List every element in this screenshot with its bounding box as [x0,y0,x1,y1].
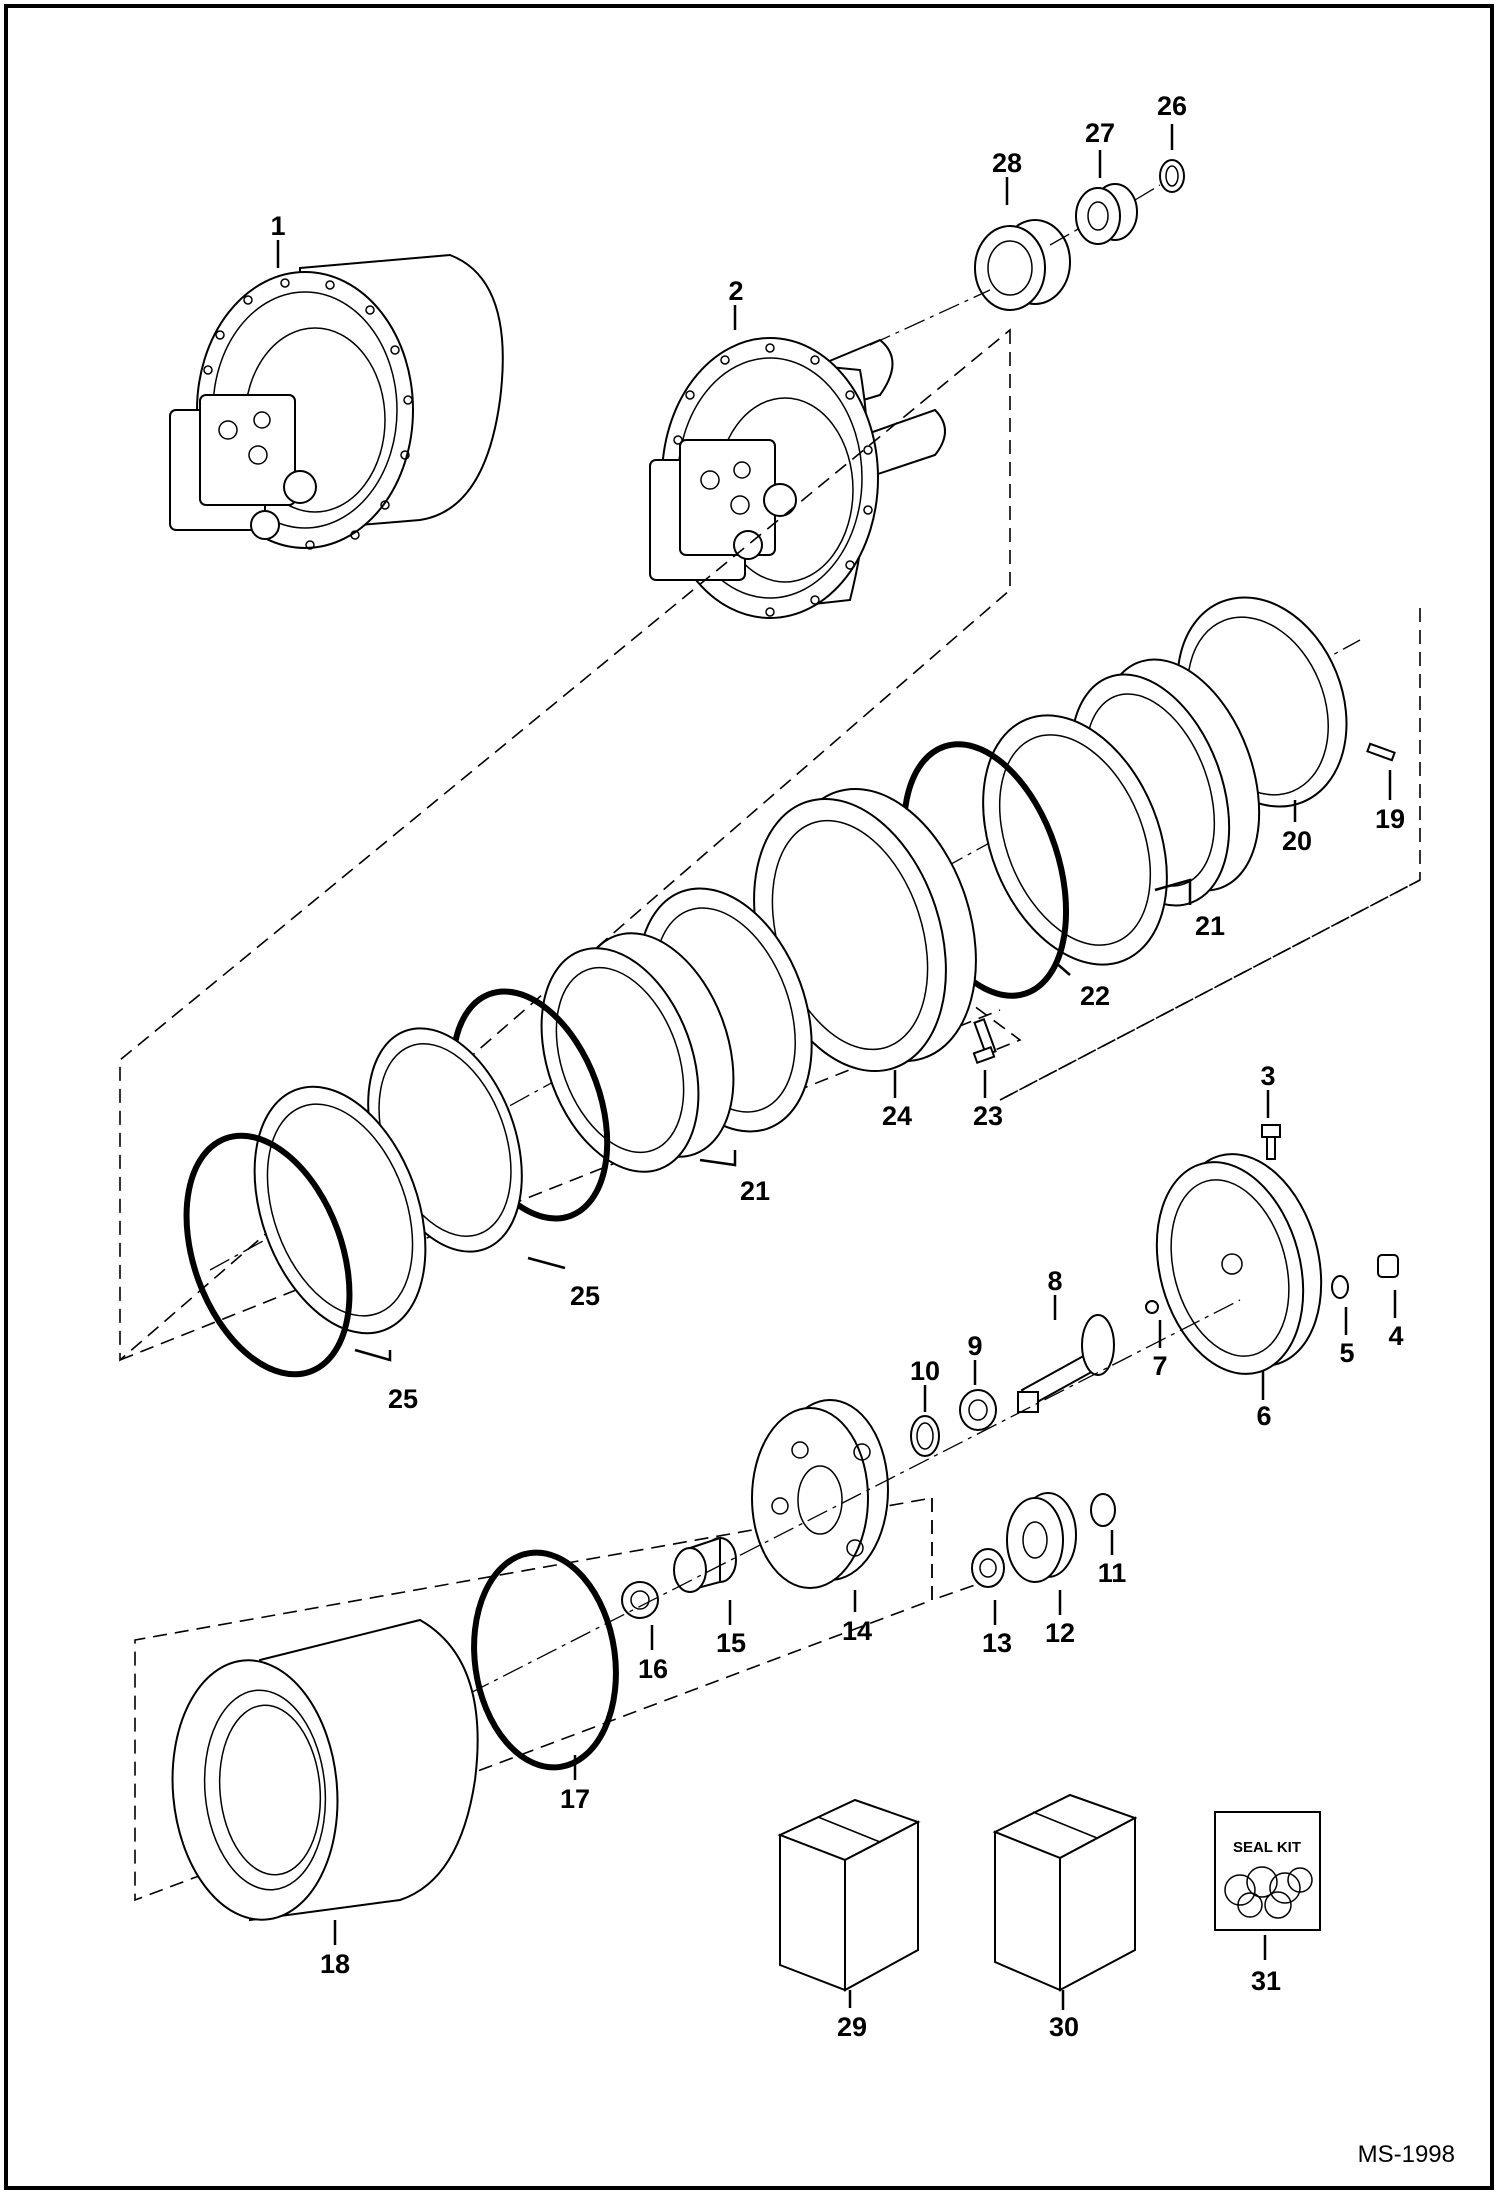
part-12-planet-gear [1006,1492,1077,1583]
seal-kit-label: SEAL KIT [1233,1839,1301,1856]
part-23-bolt [972,1018,997,1065]
callout-3: 3 [1260,1061,1275,1091]
callout-12: 12 [1045,1618,1075,1648]
callout-8: 8 [1047,1266,1062,1296]
leader-lines [276,124,1397,2010]
callout-23: 23 [973,1101,1003,1131]
part-25-oring-lower [183,1132,353,1378]
callout-10: 10 [910,1356,940,1386]
callout-25-lower: 25 [388,1384,418,1414]
callout-25-upper: 25 [570,1281,600,1311]
part-31-seal-kit: SEAL KIT [1214,1811,1321,1931]
part-19-pin [1366,742,1396,762]
part-13-washer [971,1548,1005,1588]
part-4-plug [1377,1254,1399,1278]
callout-29: 29 [837,2012,867,2042]
part-22-seal-ring [982,714,1168,966]
part-14-planet-carrier [751,1399,889,1589]
part-9-washer [959,1389,997,1431]
part-5-oring [1331,1275,1349,1299]
callout-15: 15 [716,1628,746,1658]
callout-2: 2 [728,276,743,306]
part-8-shaft [1017,1314,1115,1413]
callout-19: 19 [1375,804,1405,834]
callout-27: 27 [1085,118,1115,148]
callout-11: 11 [1098,1558,1127,1588]
part-30-box [992,1793,1138,1992]
part-11-ring [1090,1493,1116,1527]
drawing-code: MS-1998 [1358,2141,1455,2168]
part-21-bearing-lower [540,932,735,1173]
part-1-final-drive-assembly [169,253,504,550]
part-29-box [777,1798,921,1992]
page-border [4,4,1494,2190]
callout-labels: 1 2 3 4 5 6 7 8 9 10 11 12 13 14 15 16 1… [270,91,1405,2042]
part-10-ring [910,1415,940,1457]
callout-1: 1 [270,211,285,241]
callout-31: 31 [1251,1966,1281,1996]
callout-4: 4 [1388,1321,1403,1351]
part-15-sun-gear [673,1536,737,1593]
callout-28: 28 [992,148,1022,178]
part-2-motor [649,337,946,619]
part-16-washer [621,1581,659,1619]
callout-7: 7 [1152,1351,1167,1381]
callout-21-upper: 21 [1195,911,1225,941]
callout-17: 17 [560,1784,590,1814]
callout-5: 5 [1339,1338,1354,1368]
callout-18: 18 [320,1949,350,1979]
callout-16: 16 [638,1654,668,1684]
part-25-seal-lower [253,1085,427,1335]
part-27-gear [1075,183,1138,245]
part-6-cover [1155,1153,1323,1375]
part-28-gear [974,219,1071,311]
callout-24: 24 [882,1101,912,1131]
callout-20: 20 [1282,826,1312,856]
part-17-oring [471,1549,619,1771]
callout-30: 30 [1049,2012,1079,2042]
part-3-bolt [1261,1124,1281,1160]
callout-9: 9 [967,1331,982,1361]
part-7-plug [1145,1300,1159,1314]
callout-26: 26 [1157,91,1187,121]
part-18-ring-gear-housing [171,1618,479,1922]
callout-22: 22 [1080,981,1110,1011]
callout-6: 6 [1256,1401,1271,1431]
callout-14: 14 [842,1616,872,1646]
callout-21-lower: 21 [740,1176,770,1206]
part-26-snap-ring [1159,159,1185,193]
callout-13: 13 [982,1628,1012,1658]
